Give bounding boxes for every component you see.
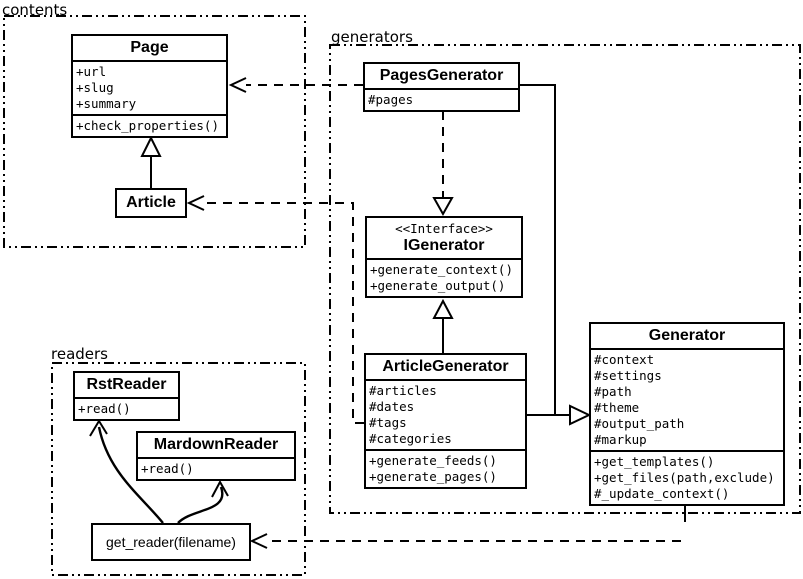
generators-package-label: generators [331, 28, 413, 46]
attribute: #categories [369, 431, 452, 446]
function-get-reader-label: get_reader(filename) [106, 534, 236, 550]
class-generator-methods: +get_templates() +get_files(path,exclude… [591, 450, 783, 504]
method: +read() [78, 401, 131, 416]
class-igenerator-header: <<Interface>> IGenerator [367, 218, 521, 258]
method: +generate_context() [370, 262, 513, 277]
getreader-to-rstreader-curve [97, 426, 164, 524]
attribute: #context [594, 352, 655, 367]
attribute: #dates [369, 399, 415, 414]
class-page-title: Page [130, 39, 169, 56]
class-article-title: Article [126, 194, 176, 211]
attribute: #tags [369, 415, 407, 430]
articlegenerator-to-article-arrowhead-icon [186, 195, 205, 211]
attribute: +slug [76, 80, 114, 95]
class-markdownreader-title: MardownReader [153, 436, 279, 453]
generator-to-getreader-arrowhead-icon [249, 533, 268, 549]
attribute: #settings [594, 368, 662, 383]
class-generator-attributes: #context #settings #path #theme #output_… [591, 348, 783, 450]
class-rstreader-methods: +read() [75, 397, 178, 419]
class-igenerator-methods: +generate_context() +generate_output() [367, 258, 521, 296]
class-igenerator-stereotype: <<Interface>> [395, 221, 493, 236]
class-generator-title: Generator [648, 327, 726, 344]
generators-package-border [329, 44, 801, 514]
method: +check_properties() [76, 118, 219, 133]
method: +generate_feeds() [369, 453, 497, 468]
attribute: +summary [76, 96, 137, 111]
class-page-attributes: +url +slug +summary [73, 60, 226, 114]
class-igenerator: <<Interface>> IGenerator +generate_conte… [365, 216, 523, 298]
articlegenerator-to-igenerator-triangle-icon [432, 298, 454, 319]
method: +read() [141, 461, 194, 476]
class-rstreader-title: RstReader [86, 376, 167, 393]
class-markdownreader: MardownReader +read() [136, 431, 296, 481]
article-to-page-triangle-icon [140, 135, 162, 157]
function-get-reader: get_reader(filename) [91, 523, 251, 561]
class-pagesgenerator-title: PagesGenerator [379, 67, 504, 84]
method: +get_templates() [594, 454, 715, 469]
method: +generate_pages() [369, 469, 497, 484]
class-page: Page +url +slug +summary +check_properti… [71, 34, 228, 138]
getreader-to-markdownreader-curve [177, 486, 224, 524]
class-articlegenerator-attributes: #articles #dates #tags #categories [366, 379, 525, 449]
attribute: #markup [594, 432, 647, 447]
class-articlegenerator-title: ArticleGenerator [382, 358, 509, 375]
attribute: +url [76, 64, 107, 79]
pagesgenerator-to-generator-line [519, 84, 556, 415]
class-rstreader: RstReader +read() [73, 371, 180, 421]
readers-package-label: readers [51, 345, 108, 363]
class-articlegenerator-methods: +generate_feeds() +generate_pages() [366, 449, 525, 487]
attribute: #articles [369, 383, 437, 398]
class-articlegenerator: ArticleGenerator #articles #dates #tags … [364, 353, 527, 489]
class-article: Article [115, 188, 187, 218]
class-pagesgenerator: PagesGenerator #pages [363, 62, 520, 112]
class-markdownreader-methods: +read() [138, 457, 294, 479]
generator-triangle-icon [569, 404, 592, 426]
getreader-to-markdownreader-arrowhead-icon [211, 479, 229, 498]
class-generator: Generator #context #settings #path #them… [589, 322, 785, 506]
method: +generate_output() [370, 278, 506, 293]
pagesgenerator-to-page-arrowhead-icon [228, 77, 247, 93]
method: #_update_context() [594, 486, 730, 501]
attribute: #output_path [594, 416, 685, 431]
class-igenerator-title: IGenerator [403, 237, 485, 254]
articlegenerator-to-article-dashed-line [204, 202, 364, 424]
contents-package-border [3, 15, 306, 248]
class-page-methods: +check_properties() [73, 114, 226, 136]
method: +get_files(path,exclude) [594, 470, 775, 485]
contents-package-label: contents [2, 1, 68, 19]
readers-package-border [51, 362, 306, 576]
getreader-to-rstreader-arrowhead-icon [89, 419, 108, 437]
attribute: #pages [368, 92, 414, 107]
attribute: #path [594, 384, 632, 399]
pagesgenerator-to-igenerator-triangle-icon [432, 197, 454, 217]
attribute: #theme [594, 400, 640, 415]
class-pagesgenerator-attributes: #pages [365, 88, 518, 110]
